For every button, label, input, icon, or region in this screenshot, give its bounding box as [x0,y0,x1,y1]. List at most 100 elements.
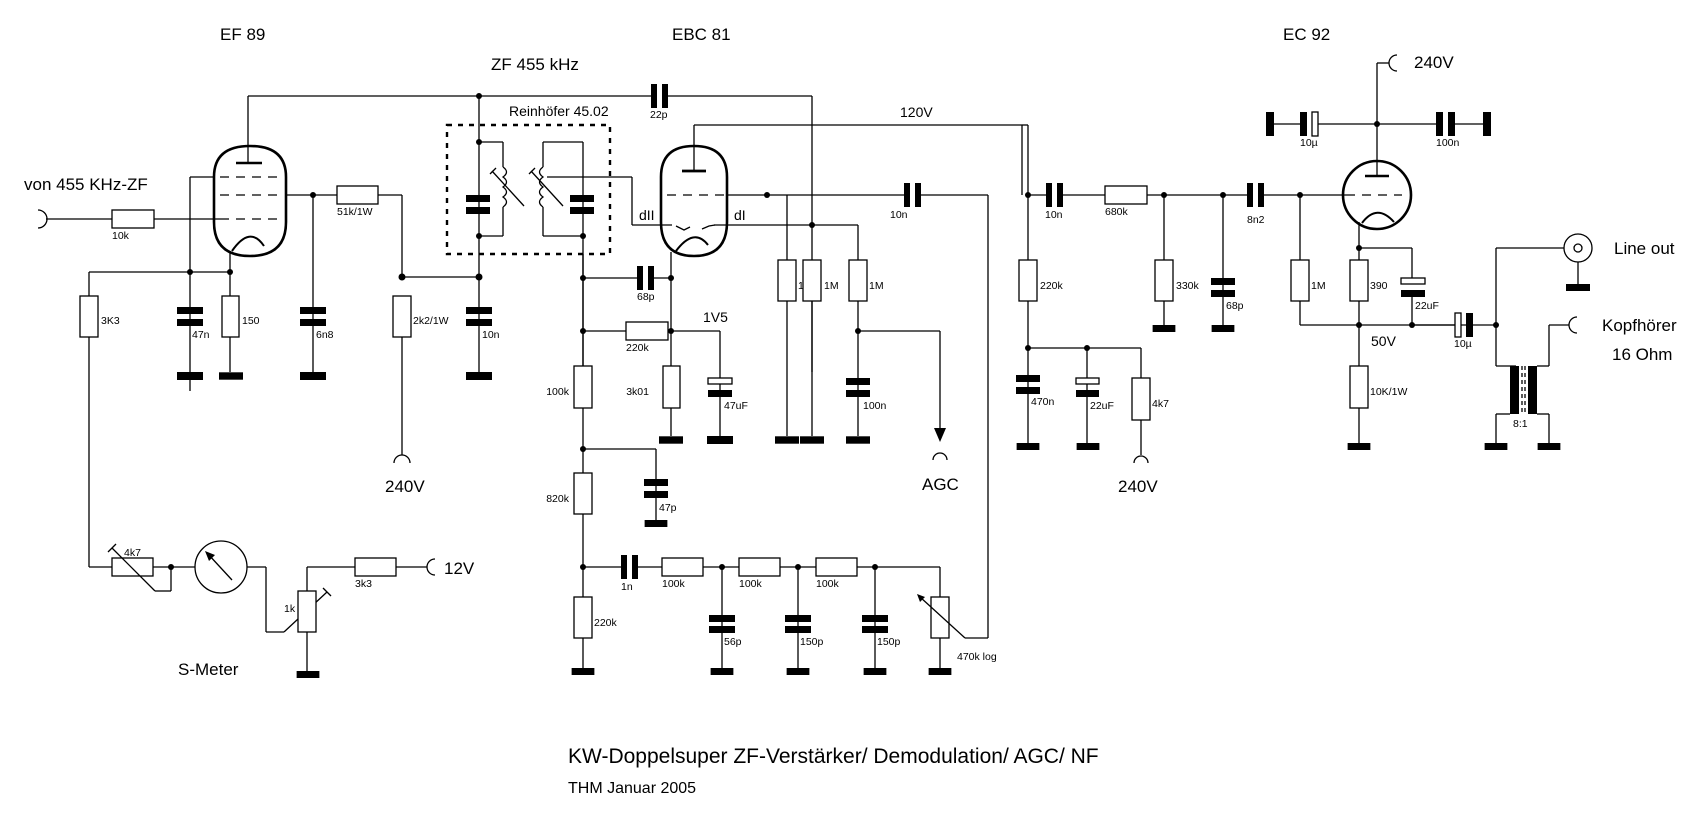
c-150p-label-b: 150p [877,636,901,648]
ground-icon [659,436,683,444]
capacitor-1n [621,555,627,579]
resistor-220k-a [625,321,669,341]
ef89-cathode [231,235,265,252]
resistor-220k-b [573,596,593,639]
s-meter-circuit: 4k7 1k 3k3 12V S-Meter [89,540,475,679]
if-filter-label: ZF 455 kHz [491,55,579,74]
r-4k7-label: 4k7 [1152,398,1169,410]
c-47p-label: 47p [659,502,677,514]
input-jack-icon [37,209,48,229]
resistor-4k7 [1131,377,1151,421]
r-220k-label-b: 220k [594,617,618,629]
supply-240v-label-1: 240V [385,477,425,496]
ebc81-label: EBC 81 [672,25,731,44]
capacitor-22p [651,84,657,108]
ground-icon [800,436,824,444]
ground-icon [219,372,243,380]
supply-240v-label-2: 240V [1118,477,1158,496]
if-module-label: Reinhöfer 45.02 [509,103,609,119]
diode2-label: dII [639,207,655,223]
r-220k-label-c: 220k [1040,280,1064,292]
agc-jack-icon [932,452,948,461]
ground-icon [846,436,870,444]
capacitor-primary [466,207,490,214]
r-3k01-label: 3k01 [626,386,649,398]
resistor-680k [1104,185,1148,205]
12v-jack-icon [426,558,436,576]
resistor-150 [221,295,240,338]
r-150-label: 150 [242,315,260,327]
capacitor-150p-b [862,615,888,622]
resistor-100k-b [661,557,704,577]
nf-coupling: 10n 680k 8n2 220k 470n 22uF 4k7 240V [1016,124,1346,496]
ef89-label: EF 89 [220,25,265,44]
line-out-label: Line out [1614,239,1675,258]
capacitor-10n-bypass [466,307,492,314]
c-56p-label: 56p [724,636,742,648]
r-390-label: 390 [1370,280,1388,292]
diagram-title: KW-Doppelsuper ZF-Verstärker/ Demodulati… [568,745,1099,768]
ground-icon [296,671,320,678]
ebc81-cathode [675,236,709,252]
r-1m-label-c: 1M [869,280,884,292]
resistor-1m-a [777,259,797,302]
pot-1k-label: 1k [284,603,296,615]
if-module-shield [445,123,612,256]
resistor-3k3 [79,295,99,338]
r-100k-label-b: 100k [662,578,686,590]
c-22uf-label-a: 22uF [1090,400,1114,412]
ground-icon [707,436,733,444]
r-in-label: 10k [112,230,130,242]
ground-icon [1266,112,1274,136]
diagram-subtitle: THM Januar 2005 [568,780,696,797]
potentiometer-470k [930,596,950,639]
resistor-100k-c [738,557,781,577]
c-8n2-label: 8n2 [1247,214,1265,226]
c-150p-label-a: 150p [800,636,824,648]
resistor-1m-d [1290,259,1310,302]
potentiometer-1k [297,590,317,633]
resistor-2k2 [392,295,412,338]
ground-icon [571,668,595,675]
supply-jack-icon [393,454,411,464]
v12-label: 12V [444,559,475,578]
ground-icon [1152,325,1176,332]
ebc81-stage: EBC 81 120V dII dI 10n 1M 1M 1M [546,25,1022,675]
transformer-primary [1510,366,1519,414]
inductor-primary-icon [501,166,508,208]
ec92-label: EC 92 [1283,25,1330,44]
diode1-label: dI [734,207,746,223]
capacitor-56p [709,615,735,622]
resistor-100k-a [573,365,593,409]
resistor-100k-d [815,557,858,577]
headphone-jack-icon[interactable] [1568,316,1578,334]
s-meter-label: S-Meter [178,660,239,679]
resistor-220k-c [1018,259,1038,302]
supply-jack-icon [1133,455,1149,464]
ground-icon [1484,443,1508,450]
v120-label: 120V [900,104,933,120]
c-1n-label: 1n [621,581,633,593]
r-3k3-label: 3K3 [101,315,120,327]
v50-label: 50V [1371,333,1397,349]
resistor-51k [336,185,379,205]
r-100k-label-c: 100k [739,578,763,590]
supply-240v-label-3: 240V [1414,53,1454,72]
ground-icon [710,668,734,675]
capacitor-47p [644,479,668,486]
r-100k-label-d: 100k [816,578,840,590]
diode2-icon [675,225,691,231]
ground-icon [1016,443,1040,450]
capacitor-8n2 [1247,183,1253,207]
c-47n-label: 47n [192,329,210,341]
potentiometer-4k7 [111,557,154,577]
supply-jack-icon [1388,54,1398,72]
c-10n-label-b: 10n [890,209,908,221]
c-68p-label-a: 68p [637,291,655,303]
ground-icon [177,372,203,380]
ground-icon [1211,325,1235,332]
r-820k-label: 820k [546,493,570,505]
line-out-jack-icon[interactable] [1563,233,1593,263]
capacitor-470n [1016,375,1040,382]
